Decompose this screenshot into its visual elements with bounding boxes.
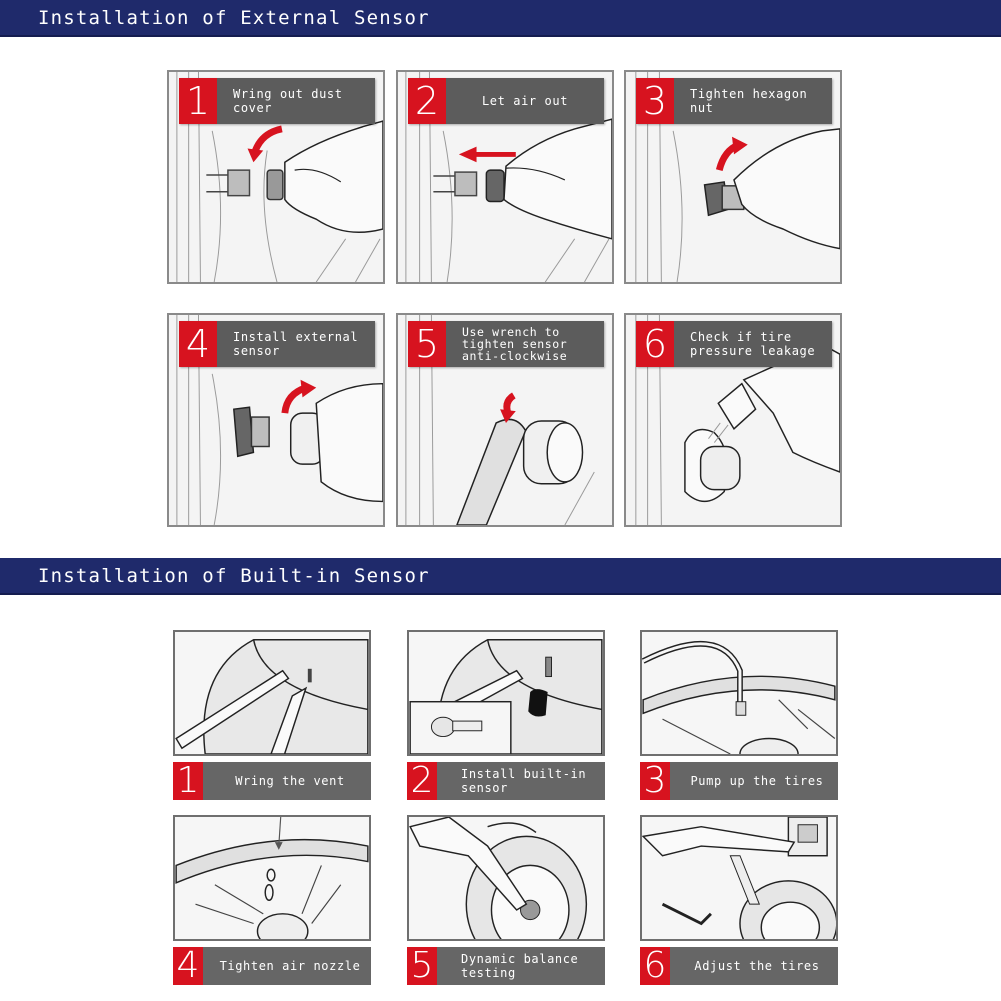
external-step-4-label: 4 Install external sensor	[179, 321, 375, 367]
step-number: 5	[408, 321, 446, 367]
builtin-step-4-image	[173, 815, 371, 941]
air-nozzle-illustration	[175, 817, 369, 939]
step-text: Tighten air nozzle	[203, 947, 371, 985]
builtin-step-4-label: 4 Tighten air nozzle	[173, 947, 371, 985]
builtin-step-5-image	[407, 815, 605, 941]
external-step-5-panel: 5 Use wrench to tighten sensor anti-cloc…	[396, 313, 614, 527]
external-step-4-panel: 4 Install external sensor	[167, 313, 385, 527]
step-text: Tighten hexagon nut	[674, 78, 832, 124]
arrow-curved-left-icon	[247, 148, 264, 163]
step-text: Wring the vent	[203, 762, 371, 800]
wheel-valve-illustration	[176, 315, 383, 525]
step-text: Adjust the tires	[670, 947, 838, 985]
spray-bottle-icon	[717, 382, 757, 430]
step-number: 1	[179, 78, 217, 124]
wheel-valve-illustration	[176, 72, 383, 282]
external-step-1-panel: 1 Wring out dust cover	[167, 70, 385, 284]
pump-hose-illustration	[642, 640, 836, 754]
external-sensor-title: Installation of External Sensor	[38, 7, 430, 29]
external-step-3-panel: 3 Tighten hexagon nut	[624, 70, 842, 284]
builtin-sensor-title: Installation of Built-in Sensor	[38, 565, 430, 587]
step-number: 2	[407, 762, 437, 800]
arrow-left-icon	[458, 146, 477, 163]
external-step-2-label: 2 Let air out	[408, 78, 604, 124]
adjust-tires-illustration	[642, 817, 836, 939]
builtin-step-6-image	[640, 815, 838, 941]
external-step-6-panel: 6 Check if tire pressure leakage	[624, 313, 842, 527]
builtin-step-2-label: 2 Install built-in sensor	[407, 762, 605, 800]
wheel-valve-illustration	[635, 72, 840, 282]
step-text: Dynamic balance testing	[437, 947, 605, 985]
external-step-5-label: 5 Use wrench to tighten sensor anti-cloc…	[408, 321, 604, 367]
arrow-curved-up-icon	[300, 379, 317, 398]
step-number: 1	[173, 762, 203, 800]
step-number: 4	[179, 321, 217, 367]
arrow-curved-up-icon	[732, 136, 748, 155]
step-number: 6	[640, 947, 670, 985]
wheel-valve-illustration	[635, 315, 840, 525]
balance-testing-illustration	[409, 817, 588, 939]
sensor-insert-illustration	[409, 639, 603, 754]
tire-lever-illustration	[175, 639, 369, 754]
wheel-valve-illustration	[405, 315, 595, 525]
external-step-1-label: 1 Wring out dust cover	[179, 78, 375, 124]
builtin-step-5-label: 5 Dynamic balance testing	[407, 947, 605, 985]
builtin-step-6-label: 6 Adjust the tires	[640, 947, 838, 985]
arrow-curved-down-icon	[500, 409, 516, 423]
step-text: Install built-in sensor	[437, 762, 605, 800]
step-number: 6	[636, 321, 674, 367]
builtin-step-2-image	[407, 630, 605, 756]
step-number: 5	[407, 947, 437, 985]
step-number: 3	[636, 78, 674, 124]
step-text: Let air out	[446, 78, 604, 124]
builtin-step-1-label: 1 Wring the vent	[173, 762, 371, 800]
builtin-step-1-image	[173, 630, 371, 756]
builtin-sensor-header: Installation of Built-in Sensor	[0, 558, 1001, 595]
step-text: Use wrench to tighten sensor anti-clockw…	[446, 321, 604, 367]
external-step-6-label: 6 Check if tire pressure leakage	[636, 321, 832, 367]
external-sensor-header: Installation of External Sensor	[0, 0, 1001, 37]
step-text: Check if tire pressure leakage	[674, 321, 832, 367]
builtin-step-3-image	[640, 630, 838, 756]
step-number: 4	[173, 947, 203, 985]
step-number: 2	[408, 78, 446, 124]
wheel-valve-illustration	[405, 72, 612, 282]
step-text: Pump up the tires	[670, 762, 838, 800]
builtin-step-3-label: 3 Pump up the tires	[640, 762, 838, 800]
step-text: Wring out dust cover	[217, 78, 375, 124]
external-step-2-panel: 2 Let air out	[396, 70, 614, 284]
external-step-3-label: 3 Tighten hexagon nut	[636, 78, 832, 124]
step-text: Install external sensor	[217, 321, 375, 367]
step-number: 3	[640, 762, 670, 800]
